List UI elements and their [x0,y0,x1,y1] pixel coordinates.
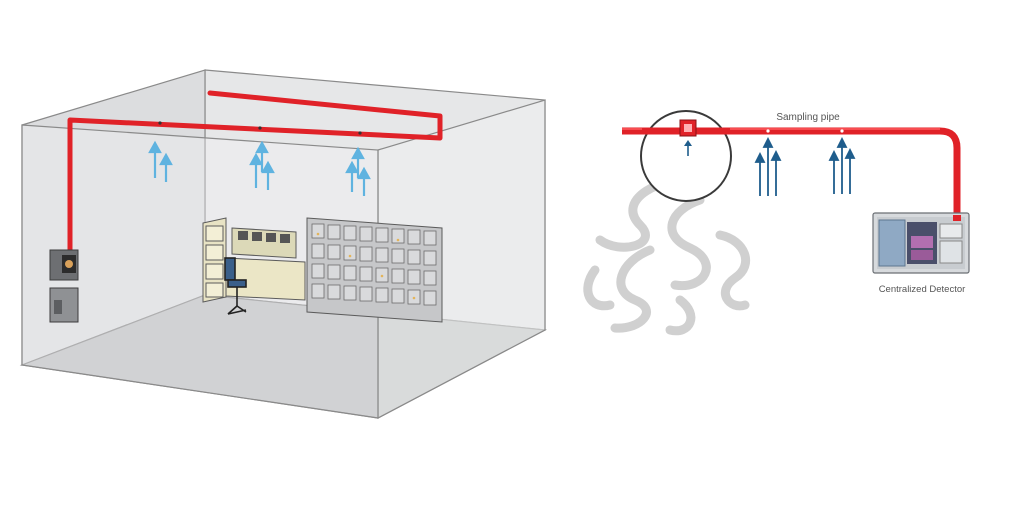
room-airflow-arrows [148,140,371,196]
pipe-holes [158,121,362,135]
wall-detector-unit [49,249,79,323]
pipe-sample-holes [766,129,844,133]
sampling-arrow-group-2 [828,136,856,194]
office-chair [224,257,247,315]
magnifier-circle-icon [640,110,732,202]
sampling-arrows [754,136,856,196]
sampling-pipe [622,127,961,215]
airflow-arrow-group-3 [345,146,371,196]
server-racks [306,217,443,323]
centralized-detector-label: Centralized Detector [879,284,966,295]
room-front-wall [21,124,379,419]
room-illustration [19,69,548,419]
filing-cabinet [202,217,227,303]
sampling-schematic: Sampling pipe Centralized Detector [583,110,970,336]
centralized-detector-icon [872,212,970,274]
sampling-pipe-label: Sampling pipe [776,112,840,123]
sampling-arrow-group-1 [754,136,782,196]
airflow-arrow-group-2 [249,140,275,190]
airflow-arrow-group-1 [148,140,173,182]
smoke-plume-icon [583,173,751,336]
control-desk [225,227,306,301]
room-sampling-pipe [67,90,443,258]
